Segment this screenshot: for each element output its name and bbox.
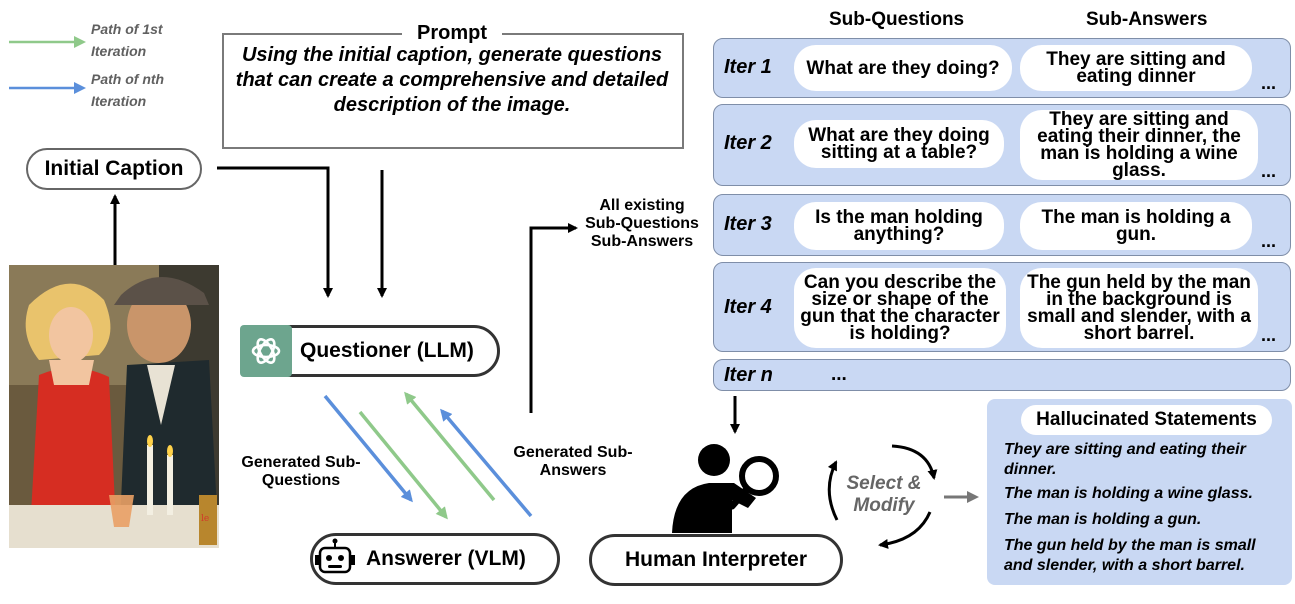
sub-answer-bubble: They are sitting and eating their dinner… — [1020, 110, 1258, 180]
iteration-row: Iter n ... — [713, 359, 1291, 391]
robot-icon — [312, 536, 358, 582]
iteration-label: Iter 4 — [724, 296, 772, 318]
bottle-label: le — [201, 514, 209, 524]
hallucinated-statement: The man is holding a gun. — [1004, 511, 1202, 528]
answerer-node: Answerer (VLM) — [310, 533, 560, 585]
iteration-label: Iter 1 — [724, 56, 772, 78]
more-ellipsis: ... — [1260, 73, 1276, 93]
cycle-arrow-bottom — [878, 511, 932, 549]
iteration-ellipsis: ... — [831, 364, 847, 385]
generated-questions-label: Generated Sub-Questions — [241, 454, 361, 489]
sub-question-bubble: Is the man holding anything? — [794, 202, 1004, 250]
iteration-row: Iter 2 What are they doing sitting at a … — [713, 104, 1291, 186]
hallucinated-statement: The man is holding a wine glass. — [1004, 485, 1253, 502]
hallucinated-statement: The gun held by the man is small and sle… — [1004, 537, 1256, 574]
more-ellipsis: ... — [1260, 231, 1276, 251]
questions-green-arrow — [358, 410, 448, 520]
iteration-label: Iter 3 — [724, 213, 772, 235]
questions-blue-arrow — [323, 394, 413, 503]
existing-qa-line2: Sub-Questions — [585, 215, 699, 232]
existing-qa-arrow — [529, 223, 578, 413]
sub-answer-bubble: The man is holding a gun. — [1020, 202, 1252, 250]
prompt-title: Prompt — [402, 20, 502, 46]
answerer-label: Answerer (VLM) — [366, 547, 526, 570]
iteration-row: Iter 1 What are they doing? They are sit… — [713, 38, 1291, 98]
human-interpreter-node: Human Interpreter — [589, 534, 843, 586]
questioner-node: Questioner (LLM) — [240, 325, 500, 377]
more-ellipsis: ... — [1260, 325, 1276, 345]
cycle-arrow-top — [891, 444, 938, 480]
sub-questions-header: Sub-Questions — [829, 9, 965, 30]
sub-question-bubble: What are they doing sitting at a table? — [794, 120, 1004, 168]
caption-to-questioner-arrow — [217, 166, 333, 298]
existing-qa-line3: Sub-Answers — [590, 233, 694, 250]
iteration-label: Iter 2 — [724, 132, 772, 154]
person-magnifier-icon — [664, 438, 794, 533]
initial-caption-node: Initial Caption — [26, 148, 202, 190]
more-ellipsis: ... — [1260, 161, 1276, 181]
iteration-label: Iter n — [724, 364, 773, 386]
sub-question-bubble: What are they doing? — [794, 45, 1012, 91]
select-modify-label: Select & Modify — [846, 473, 922, 516]
prompt-text: Using the initial caption, generate ques… — [235, 44, 669, 116]
iteration-row: Iter 3 Is the man holding anything? The … — [713, 194, 1291, 256]
answers-blue-arrow — [440, 408, 533, 518]
generated-answers-label: Generated Sub-Answers — [513, 444, 633, 479]
answers-green-arrow — [404, 391, 496, 502]
legend-nth-label: Path of nth Iteration — [91, 71, 165, 109]
sub-answers-header: Sub-Answers — [1086, 9, 1208, 30]
sub-answer-bubble: They are sitting and eating dinner — [1020, 45, 1252, 91]
legend-first-label: Path of 1st Iteration — [91, 21, 163, 59]
existing-qa-label: All existing Sub-Questions Sub-Answers — [572, 197, 712, 251]
openai-logo-icon — [240, 325, 292, 377]
existing-qa-line1: All existing — [599, 197, 685, 214]
sub-question-bubble: Can you describe the size or shape of th… — [794, 268, 1006, 348]
questioner-label: Questioner (LLM) — [300, 339, 474, 362]
sub-answer-bubble: The gun held by the man in the backgroun… — [1020, 268, 1258, 348]
iteration-row: Iter 4 Can you describe the size or shap… — [713, 262, 1291, 352]
cycle-arrow-left — [827, 460, 839, 521]
hallucinated-statements-title: Hallucinated Statements — [1021, 405, 1272, 435]
hallucinated-statement: They are sitting and eating their dinner… — [1004, 441, 1246, 478]
input-image: le — [9, 265, 219, 548]
